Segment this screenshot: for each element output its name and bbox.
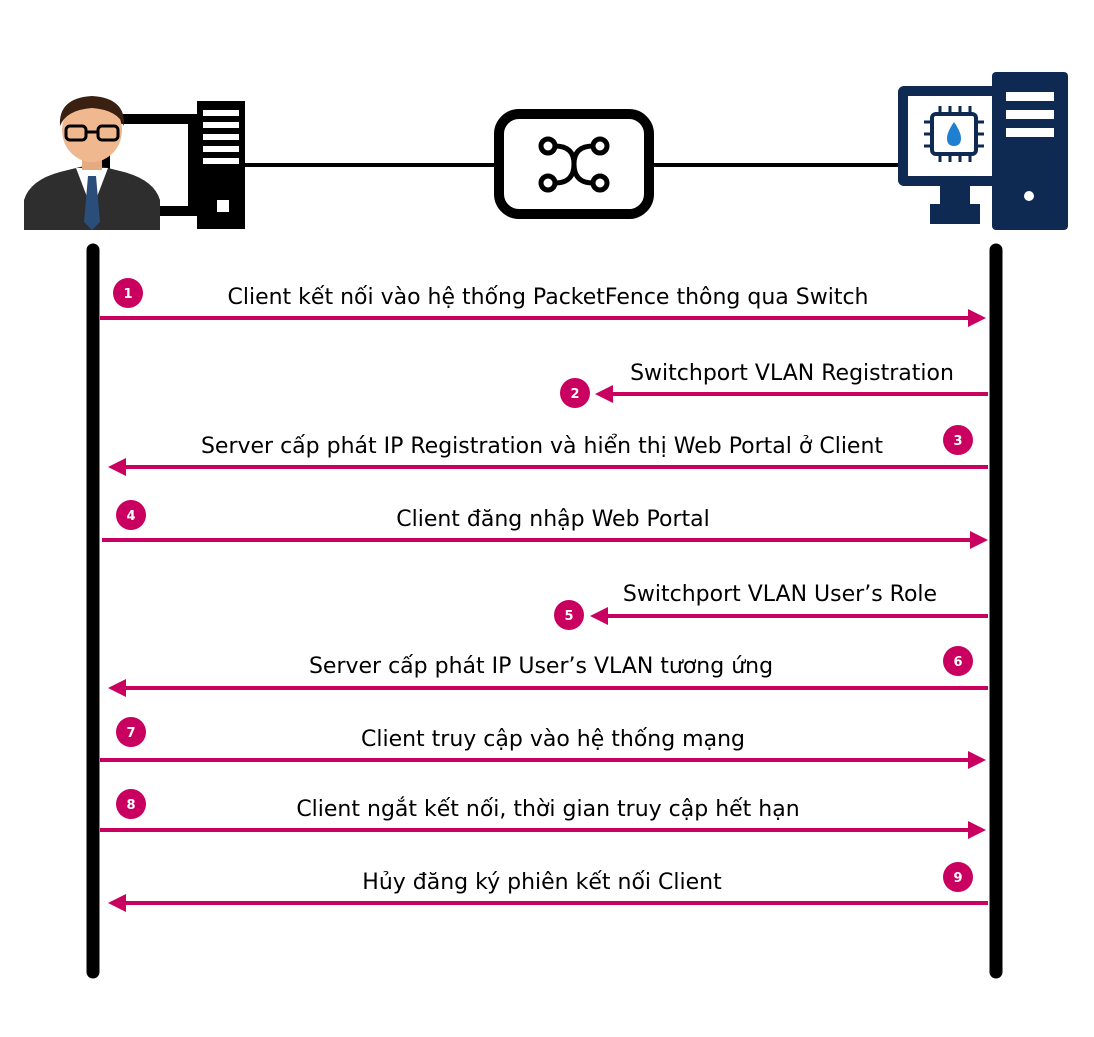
message-6: Server cấp phát IP User’s VLAN tương ứng… — [108, 646, 988, 697]
step-badge — [554, 600, 584, 630]
arrowhead-icon — [108, 679, 126, 697]
message-7: Client truy cập vào hệ thống mạng 7 — [100, 717, 986, 769]
message-8: Client ngắt kết nối, thời gian truy cập … — [100, 789, 986, 839]
step-number: 2 — [570, 387, 579, 402]
message-2: Switchport VLAN Registration 2 — [560, 361, 988, 408]
message-5: Switchport VLAN User’s Role 5 — [554, 582, 988, 630]
message-list: Client kết nối vào hệ thống PacketFence … — [100, 278, 988, 912]
message-label: Client đăng nhập Web Portal — [396, 507, 710, 532]
step-number: 1 — [123, 287, 132, 302]
step-number: 3 — [953, 434, 962, 449]
server-computer-icon — [898, 72, 1068, 230]
message-9: Hủy đăng ký phiên kết nối Client 9 — [108, 862, 988, 912]
arrowhead-icon — [108, 458, 126, 476]
step-badge — [116, 717, 146, 747]
message-label: Client kết nối vào hệ thống PacketFence … — [227, 285, 868, 310]
arrowhead-icon — [968, 309, 986, 327]
step-badge — [943, 425, 973, 455]
step-badge — [943, 646, 973, 676]
arrowhead-icon — [108, 894, 126, 912]
step-number: 8 — [126, 798, 135, 813]
arrowhead-icon — [590, 607, 608, 625]
step-number: 9 — [953, 871, 962, 886]
arrowhead-icon — [968, 821, 986, 839]
step-number: 4 — [126, 509, 135, 524]
message-3: Server cấp phát IP Registration và hiển … — [108, 425, 988, 476]
message-label: Hủy đăng ký phiên kết nối Client — [362, 870, 722, 895]
arrowhead-icon — [970, 531, 988, 549]
message-label: Server cấp phát IP User’s VLAN tương ứng — [309, 654, 773, 679]
message-label: Switchport VLAN User’s Role — [623, 582, 937, 607]
message-label: Switchport VLAN Registration — [630, 361, 954, 386]
step-number: 6 — [953, 655, 962, 670]
step-number: 5 — [564, 609, 573, 624]
message-1: Client kết nối vào hệ thống PacketFence … — [100, 278, 986, 327]
arrowhead-icon — [968, 751, 986, 769]
arrowhead-icon — [595, 385, 613, 403]
droplet-icon — [947, 122, 961, 146]
network-switch-icon — [494, 109, 654, 219]
message-label: Client truy cập vào hệ thống mạng — [361, 727, 745, 752]
message-label: Client ngắt kết nối, thời gian truy cập … — [296, 797, 799, 822]
step-badge — [560, 378, 590, 408]
user-at-computer-icon — [24, 96, 245, 230]
step-badge — [116, 789, 146, 819]
step-badge — [116, 500, 146, 530]
step-badge — [113, 278, 143, 308]
step-badge — [943, 862, 973, 892]
step-number: 7 — [126, 726, 135, 741]
message-4: Client đăng nhập Web Portal 4 — [102, 500, 988, 549]
message-label: Server cấp phát IP Registration và hiển … — [201, 434, 883, 459]
